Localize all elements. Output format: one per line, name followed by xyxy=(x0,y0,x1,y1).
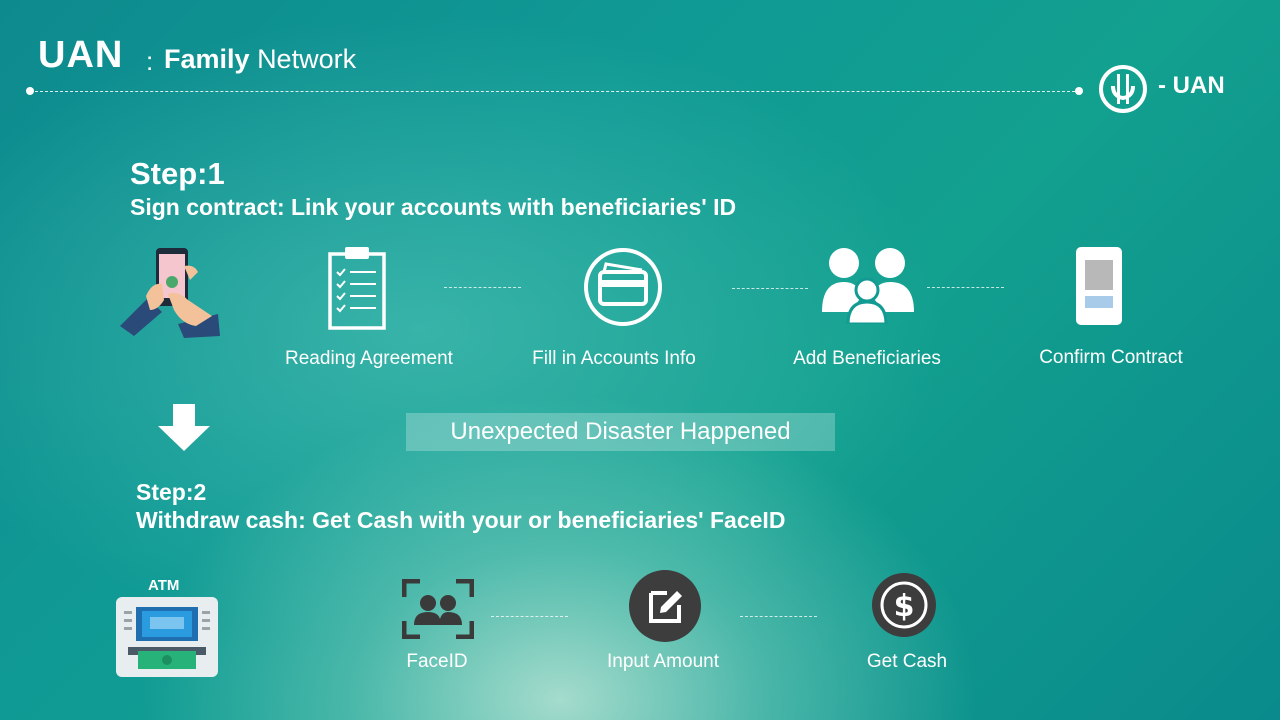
atm-icon xyxy=(116,597,218,677)
step2-label-input-amount: Input Amount xyxy=(607,651,719,672)
title-separator: : xyxy=(146,46,154,76)
bank-logo-icon xyxy=(1099,65,1147,113)
card-icon xyxy=(584,248,662,326)
step1-title: Step:1 xyxy=(130,156,225,191)
dollar-icon: $ xyxy=(872,573,936,637)
page-title: Family Network xyxy=(164,44,356,75)
connector-line xyxy=(491,616,568,617)
divider-dot-left xyxy=(26,87,34,95)
connector-line xyxy=(927,287,1004,288)
step2-label-get-cash: Get Cash xyxy=(866,651,948,672)
svg-text:$: $ xyxy=(894,589,915,624)
phone-icon xyxy=(1076,247,1122,325)
divider-dot-right xyxy=(1075,87,1083,95)
title-bold: Family xyxy=(164,44,250,74)
step2-title: Step:2 xyxy=(136,479,207,505)
connector-line xyxy=(732,288,808,289)
step1-label-fill-accounts: Fill in Accounts Info xyxy=(532,348,696,369)
faceid-icon xyxy=(402,579,474,639)
brand-title: UAN xyxy=(38,34,124,76)
edit-icon xyxy=(629,570,701,642)
family-icon xyxy=(822,248,914,324)
connector-line xyxy=(444,287,521,288)
clipboard-icon xyxy=(328,247,386,330)
step2-label-faceid: FaceID xyxy=(406,651,468,672)
atm-label: ATM xyxy=(148,577,180,594)
hand-phone-icon xyxy=(120,248,220,338)
step1-label-confirm-contract: Confirm Contract xyxy=(1039,347,1183,368)
step1-subtitle: Sign contract: Link your accounts with b… xyxy=(130,194,737,220)
logo-label: - UAN xyxy=(1158,72,1225,99)
step1-label-reading-agreement: Reading Agreement xyxy=(285,348,453,369)
arrow-down-icon xyxy=(158,404,210,451)
title-rest: Network xyxy=(257,44,357,74)
connector-line xyxy=(740,616,817,617)
disaster-banner: Unexpected Disaster Happened xyxy=(406,413,835,451)
header-divider xyxy=(30,91,1080,92)
step2-subtitle: Withdraw cash: Get Cash with your or ben… xyxy=(136,507,786,533)
step1-label-add-beneficiaries: Add Beneficiaries xyxy=(793,348,941,369)
